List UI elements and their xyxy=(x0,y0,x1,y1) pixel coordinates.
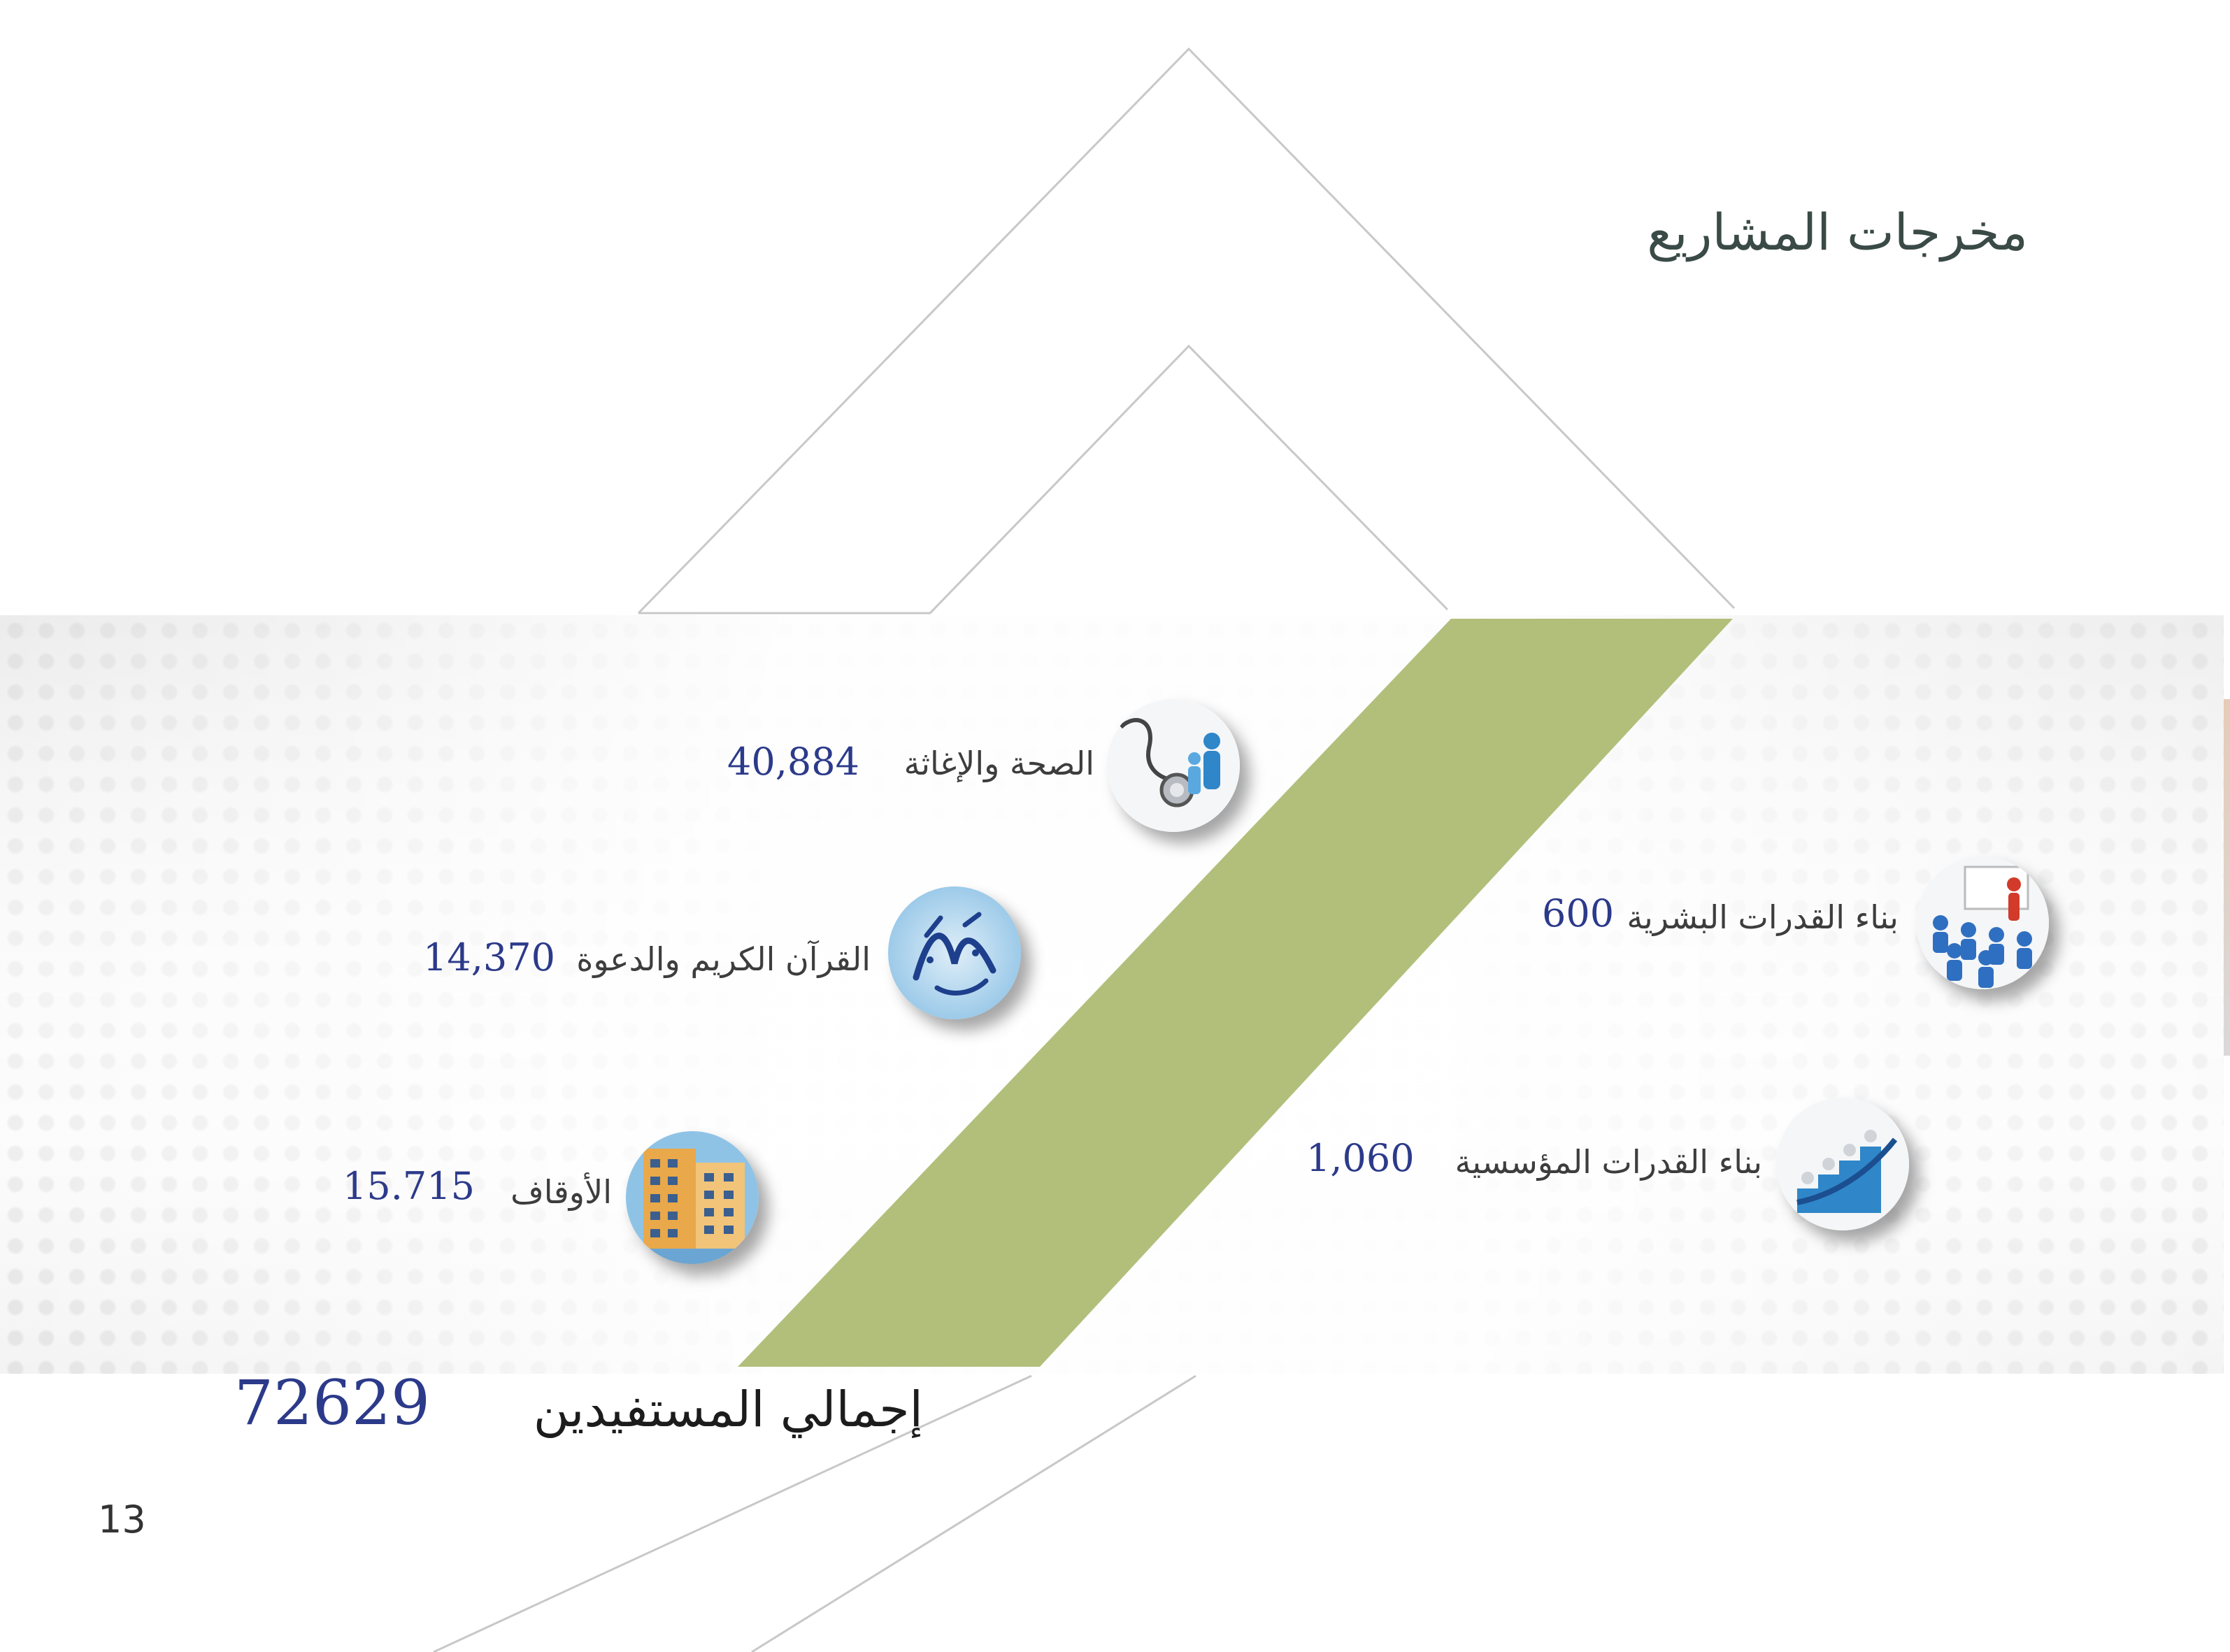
building-endowment-icon xyxy=(626,1131,759,1264)
category-label-human-capacity: بناء القدرات البشرية xyxy=(1627,898,1899,936)
category-label-quran: القرآن الكريم والدعوة xyxy=(576,940,871,978)
edge-strip xyxy=(2224,699,2230,1056)
health-stethoscope-icon xyxy=(1107,699,1240,832)
page-number: 13 xyxy=(98,1497,146,1542)
lower-diagonal-line-right xyxy=(751,1374,1196,1652)
total-beneficiaries-label: إجمالي المستفيدين xyxy=(533,1381,923,1438)
category-value-institutional-capacity: 1,060 xyxy=(1306,1136,1415,1180)
page-title: مخرجات المشاريع xyxy=(1647,203,2028,261)
category-value-human-capacity: 600 xyxy=(1542,891,1615,935)
category-label-awqaf: الأوقاف xyxy=(510,1173,612,1211)
training-people-icon xyxy=(1916,856,2049,989)
category-value-quran: 14,370 xyxy=(423,935,555,979)
quran-calligraphy-icon xyxy=(888,886,1021,1019)
category-label-health: الصحة والإغاثة xyxy=(903,745,1094,782)
total-beneficiaries-value: 72629 xyxy=(234,1367,430,1439)
green-diagonal-band xyxy=(738,619,1733,1367)
category-value-health: 40,884 xyxy=(727,740,859,784)
lower-diagonal-line-left xyxy=(433,1374,1032,1652)
category-value-awqaf: 15.715 xyxy=(343,1164,475,1208)
category-label-institutional-capacity: بناء القدرات المؤسسية xyxy=(1454,1143,1762,1181)
growth-stairs-icon xyxy=(1776,1098,1909,1230)
